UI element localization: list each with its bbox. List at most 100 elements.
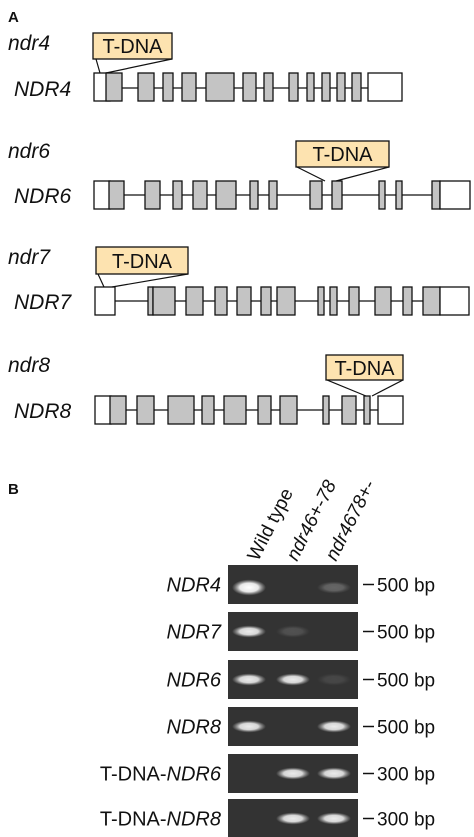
exon: [276, 286, 296, 316]
gel-row-label-gene: NDR6: [167, 764, 222, 786]
exon: [109, 395, 127, 425]
panel-b-label: B: [8, 481, 19, 498]
exon: [167, 395, 195, 425]
insertion-line-left: [97, 273, 105, 288]
gel-row-label: NDR6: [167, 670, 222, 692]
exon: [215, 180, 237, 210]
utr-5: [93, 180, 111, 210]
exon: [331, 180, 343, 210]
exon: [402, 286, 413, 316]
exon: [317, 286, 325, 316]
exon: [162, 72, 174, 102]
gel-row-label: NDR8: [167, 717, 221, 739]
gel-row-label-gene: NDR8: [167, 717, 221, 739]
gel-band: [317, 673, 351, 686]
gel-band: [317, 812, 351, 825]
exon: [185, 286, 204, 316]
allele-label-ndr4: ndr4: [8, 32, 50, 55]
insertion-line-right: [335, 166, 390, 182]
size-marker-label: 500 bp: [377, 718, 435, 739]
gel-row-label: T-DNA-NDR6: [100, 764, 222, 786]
insertion-line-left: [95, 58, 101, 74]
allele-label-ndr8: ndr8: [8, 354, 50, 377]
exon: [152, 286, 176, 316]
exon: [249, 180, 259, 210]
exon: [378, 180, 386, 210]
exon: [181, 72, 197, 102]
exon: [205, 72, 235, 102]
panel-a-label: A: [8, 9, 19, 26]
gel-band: [276, 767, 310, 780]
exons-ndr8: [109, 395, 371, 425]
tdna-label: T-DNA: [112, 251, 173, 273]
utr-5: [94, 395, 112, 425]
gel-row-label-gene: NDR7: [167, 622, 222, 644]
size-marker-label: 500 bp: [377, 671, 435, 692]
exon: [306, 72, 315, 102]
lane-labels: Wild type ndr46+-78 ndr4678+-: [244, 477, 380, 565]
gene-label-ndr6: NDR6: [14, 185, 71, 208]
gel-band: [317, 581, 351, 594]
exon: [348, 286, 360, 316]
gel-row-label: NDR4: [167, 575, 221, 597]
exon: [374, 286, 392, 316]
exon: [279, 395, 298, 425]
utr-3: [439, 286, 470, 316]
exon: [257, 395, 272, 425]
utr-5: [94, 286, 116, 316]
insertion-line-right: [371, 379, 404, 397]
exon: [136, 395, 155, 425]
insertion-line-right: [111, 273, 189, 288]
gel-band: [232, 720, 266, 733]
insertion-line-right: [105, 58, 173, 74]
exon: [288, 72, 299, 102]
exon: [268, 180, 278, 210]
exon: [201, 395, 215, 425]
size-marker-label: 300 bp: [377, 810, 435, 831]
exon: [260, 286, 272, 316]
exon: [242, 72, 257, 102]
gel-row-label-prefix: T-DNA-: [100, 809, 167, 831]
allele-label-ndr7: ndr7: [8, 246, 51, 269]
exons-ndr7: [147, 286, 441, 316]
tdna-label: T-DNA: [103, 36, 164, 58]
gel-band: [232, 579, 266, 596]
exon: [105, 72, 123, 102]
exon: [351, 72, 362, 102]
utr-3: [367, 72, 403, 102]
exon: [395, 180, 403, 210]
gene-ndr7: ndr7 NDR7 T-DNA: [8, 246, 470, 316]
exon: [363, 395, 371, 425]
exon: [336, 72, 346, 102]
exon: [263, 72, 274, 102]
size-marker-label: 500 bp: [377, 576, 435, 597]
gene-label-ndr4: NDR4: [14, 78, 71, 101]
gel-band: [317, 767, 351, 780]
exon: [108, 180, 125, 210]
gel-band: [276, 812, 310, 825]
tdna-box-ndr6: [295, 140, 390, 168]
allele-label-ndr6: ndr6: [8, 140, 50, 163]
utr-3: [439, 180, 471, 210]
exon: [309, 180, 323, 210]
size-marker-label: 300 bp: [377, 765, 435, 786]
gel-band: [232, 673, 266, 686]
tdna-box-ndr7: [95, 246, 189, 275]
gel-row-label: NDR7: [167, 622, 222, 644]
tdna-label: T-DNA: [313, 144, 374, 166]
gene-label-ndr7: NDR7: [14, 291, 72, 314]
tdna-box-ndr8: [325, 354, 404, 381]
exon: [341, 395, 357, 425]
exon: [321, 72, 331, 102]
gel-band: [276, 625, 310, 638]
gel-band: [276, 673, 310, 686]
gene-ndr8: ndr8 NDR8 T-DNA: [8, 354, 404, 425]
exon: [144, 180, 161, 210]
exon: [147, 286, 154, 316]
gel-row-label: T-DNA-NDR8: [100, 809, 221, 831]
exon: [236, 286, 252, 316]
tdna-box-ndr4: [92, 32, 173, 60]
